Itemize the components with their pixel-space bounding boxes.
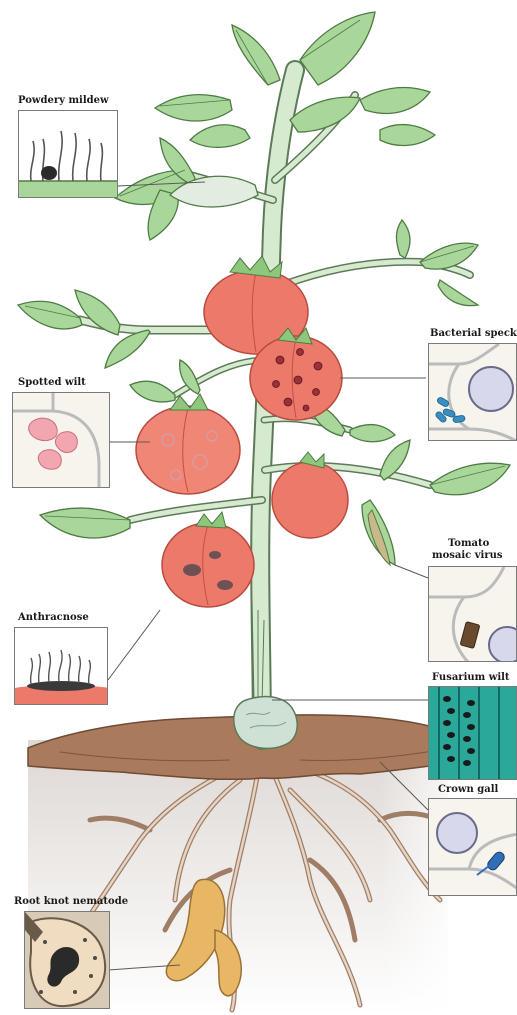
label-fusarium-wilt: Fusarium wilt xyxy=(432,672,510,683)
inset-bacterial-speck xyxy=(428,343,517,441)
label-tomato-mosaic-virus-1: Tomato xyxy=(448,538,489,549)
inset-powdery-mildew xyxy=(18,110,118,198)
inset-tomato-mosaic-virus xyxy=(428,566,517,662)
tomatoes xyxy=(136,270,348,607)
crown-gall-growth xyxy=(234,697,297,749)
inset-crown-gall xyxy=(428,798,517,896)
inset-anthracnose xyxy=(14,627,108,705)
inset-spotted-wilt xyxy=(12,392,110,488)
label-crown-gall: Crown gall xyxy=(438,784,498,795)
label-anthracnose: Anthracnose xyxy=(18,612,89,623)
inset-root-knot-nematode xyxy=(24,911,110,1009)
label-tomato-mosaic-virus-2: mosaic virus xyxy=(432,550,503,561)
inset-fusarium-wilt xyxy=(428,686,517,780)
label-powdery-mildew: Powdery mildew xyxy=(18,95,109,106)
label-spotted-wilt: Spotted wilt xyxy=(18,377,86,388)
label-bacterial-speck: Bacterial speck xyxy=(430,328,517,339)
label-root-knot-nematode: Root knot nematode xyxy=(14,896,128,907)
